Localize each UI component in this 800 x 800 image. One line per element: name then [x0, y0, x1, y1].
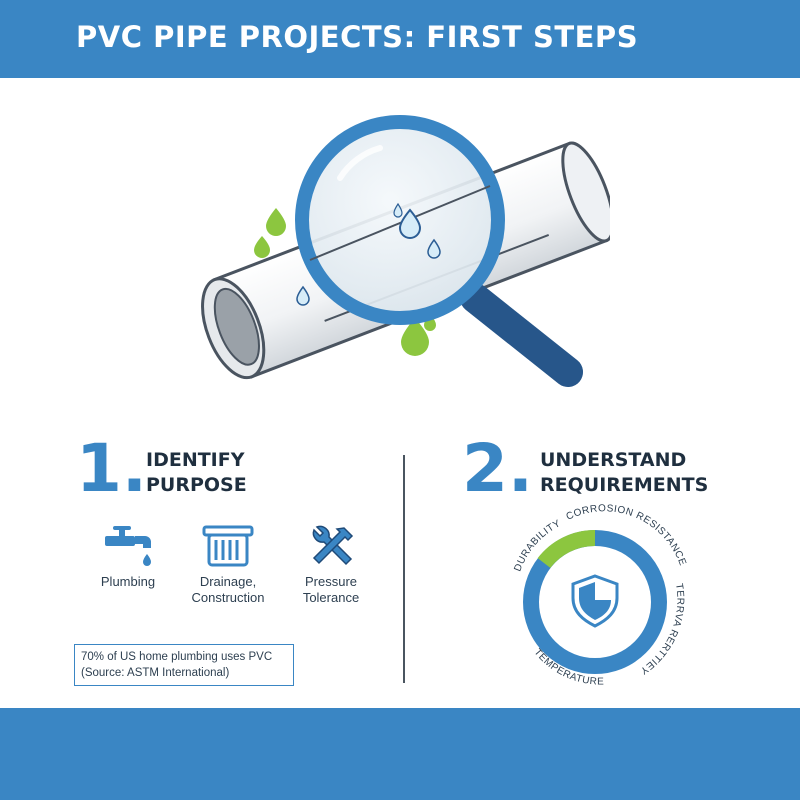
- purpose-plumbing: Plumbing: [78, 524, 178, 590]
- magnifying-glass-icon: [295, 115, 583, 387]
- ring-track: [523, 530, 667, 674]
- header-bar: PVC PIPE PROJECTS: FIRST STEPS: [0, 0, 800, 78]
- section-divider: [403, 455, 405, 683]
- step-1-heading-line1: IDENTIFY: [146, 449, 245, 471]
- faucet-icon: [105, 526, 151, 566]
- purpose-label: Pressure Tolerance: [281, 574, 381, 606]
- purpose-label-line1: Pressure: [304, 574, 358, 589]
- purpose-pressure: Pressure Tolerance: [281, 524, 381, 606]
- purpose-label-line1: Drainage,: [199, 574, 257, 589]
- step-1-number: 1.: [76, 430, 147, 507]
- purpose-label: Drainage, Construction: [178, 574, 278, 606]
- purpose-label-line1: Plumbing: [100, 574, 156, 589]
- hero-illustration: [201, 115, 610, 387]
- purpose-label-line2: Tolerance: [302, 590, 360, 605]
- purpose-drainage: Drainage, Construction: [178, 524, 278, 606]
- stat-callout: 70% of US home plumbing uses PVC (Source…: [74, 644, 294, 686]
- wrench-hammer-icon: [312, 525, 354, 566]
- step-2-heading: UNDERSTAND REQUIREMENTS: [540, 448, 708, 498]
- shield-icon: [571, 574, 619, 628]
- requirements-ring: CORROSION RESISTANCE TERRVA RERTTIEY TEM…: [512, 503, 687, 687]
- footer-bar: [0, 708, 800, 800]
- step-2-heading-line1: UNDERSTAND: [540, 449, 687, 471]
- step-1-heading-line2: PURPOSE: [146, 474, 247, 496]
- page-title: PVC PIPE PROJECTS: FIRST STEPS: [76, 20, 639, 54]
- stat-source: (Source: ASTM International): [81, 667, 230, 679]
- step-2-number: 2.: [462, 430, 533, 507]
- step-2-heading-line2: REQUIREMENTS: [540, 474, 709, 496]
- drain-grate-icon: [202, 525, 254, 567]
- ring-highlight: [537, 529, 596, 569]
- stat-text: 70% of US home plumbing uses PVC: [81, 651, 273, 663]
- step-1-heading: IDENTIFY PURPOSE: [146, 448, 247, 498]
- purpose-label-line2: Construction: [191, 590, 265, 605]
